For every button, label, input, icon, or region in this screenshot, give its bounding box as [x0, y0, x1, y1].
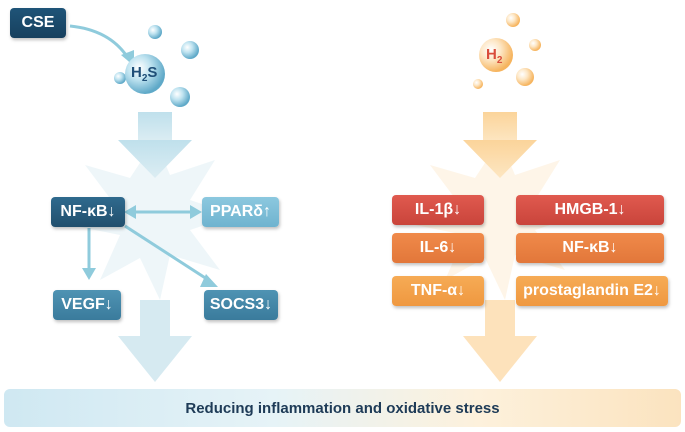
left-splash	[70, 140, 235, 300]
footer-banner: Reducing inflammation and oxidative stre…	[4, 389, 681, 427]
cse-label: CSE	[10, 8, 66, 38]
right-down-arrow-bottom	[463, 300, 537, 382]
nfkb-marker: NF-κB↓	[516, 233, 664, 263]
nfkb-ppar-double-arrow	[124, 205, 202, 219]
socs3-label: SOCS3↓	[209, 296, 273, 313]
nfkb-vegf-arrow	[82, 228, 96, 280]
h2s-symbol: H	[131, 64, 142, 81]
right-down-arrow-top	[463, 112, 537, 178]
h2s-molecule: H2S	[131, 64, 157, 84]
h2-subscript: 2	[496, 55, 503, 66]
ppar-label: PPARδ↑	[210, 203, 271, 220]
cse-text: CSE	[21, 14, 55, 31]
nfkb-marker-label: NF-κB↓	[562, 239, 618, 256]
h2-molecule: H2	[486, 46, 502, 66]
hmgb1-marker: HMGB-1↓	[516, 195, 664, 225]
h2s-suffix: S	[147, 64, 158, 81]
left-down-arrow-top	[118, 112, 192, 178]
il6-marker: IL-6↓	[392, 233, 484, 263]
pge2-label: prostaglandin E2↓	[523, 282, 661, 299]
nfkb-socs3-arrow	[124, 224, 218, 287]
footer-text: Reducing inflammation and oxidative stre…	[185, 399, 500, 417]
nfkb-label: NF-κB↓	[60, 203, 116, 220]
tnfa-label: TNF-α↓	[410, 282, 466, 299]
h2-symbol: H	[486, 46, 497, 63]
pge2-marker: prostaglandin E2↓	[516, 276, 668, 306]
il1b-label: IL-1β↓	[414, 201, 462, 218]
tnfa-marker: TNF-α↓	[392, 276, 484, 306]
ppar-node: PPARδ↑	[202, 197, 279, 227]
left-down-arrow-bottom	[118, 300, 192, 382]
nfkb-node: NF-κB↓	[51, 197, 125, 227]
h2s-subscript: 2	[141, 73, 148, 84]
il1b-marker: IL-1β↓	[392, 195, 484, 225]
socs3-node: SOCS3↓	[204, 290, 278, 320]
vegf-node: VEGF↓	[53, 290, 121, 320]
il6-label: IL-6↓	[419, 239, 457, 256]
vegf-label: VEGF↓	[61, 296, 113, 313]
hmgb1-label: HMGB-1↓	[554, 201, 626, 218]
